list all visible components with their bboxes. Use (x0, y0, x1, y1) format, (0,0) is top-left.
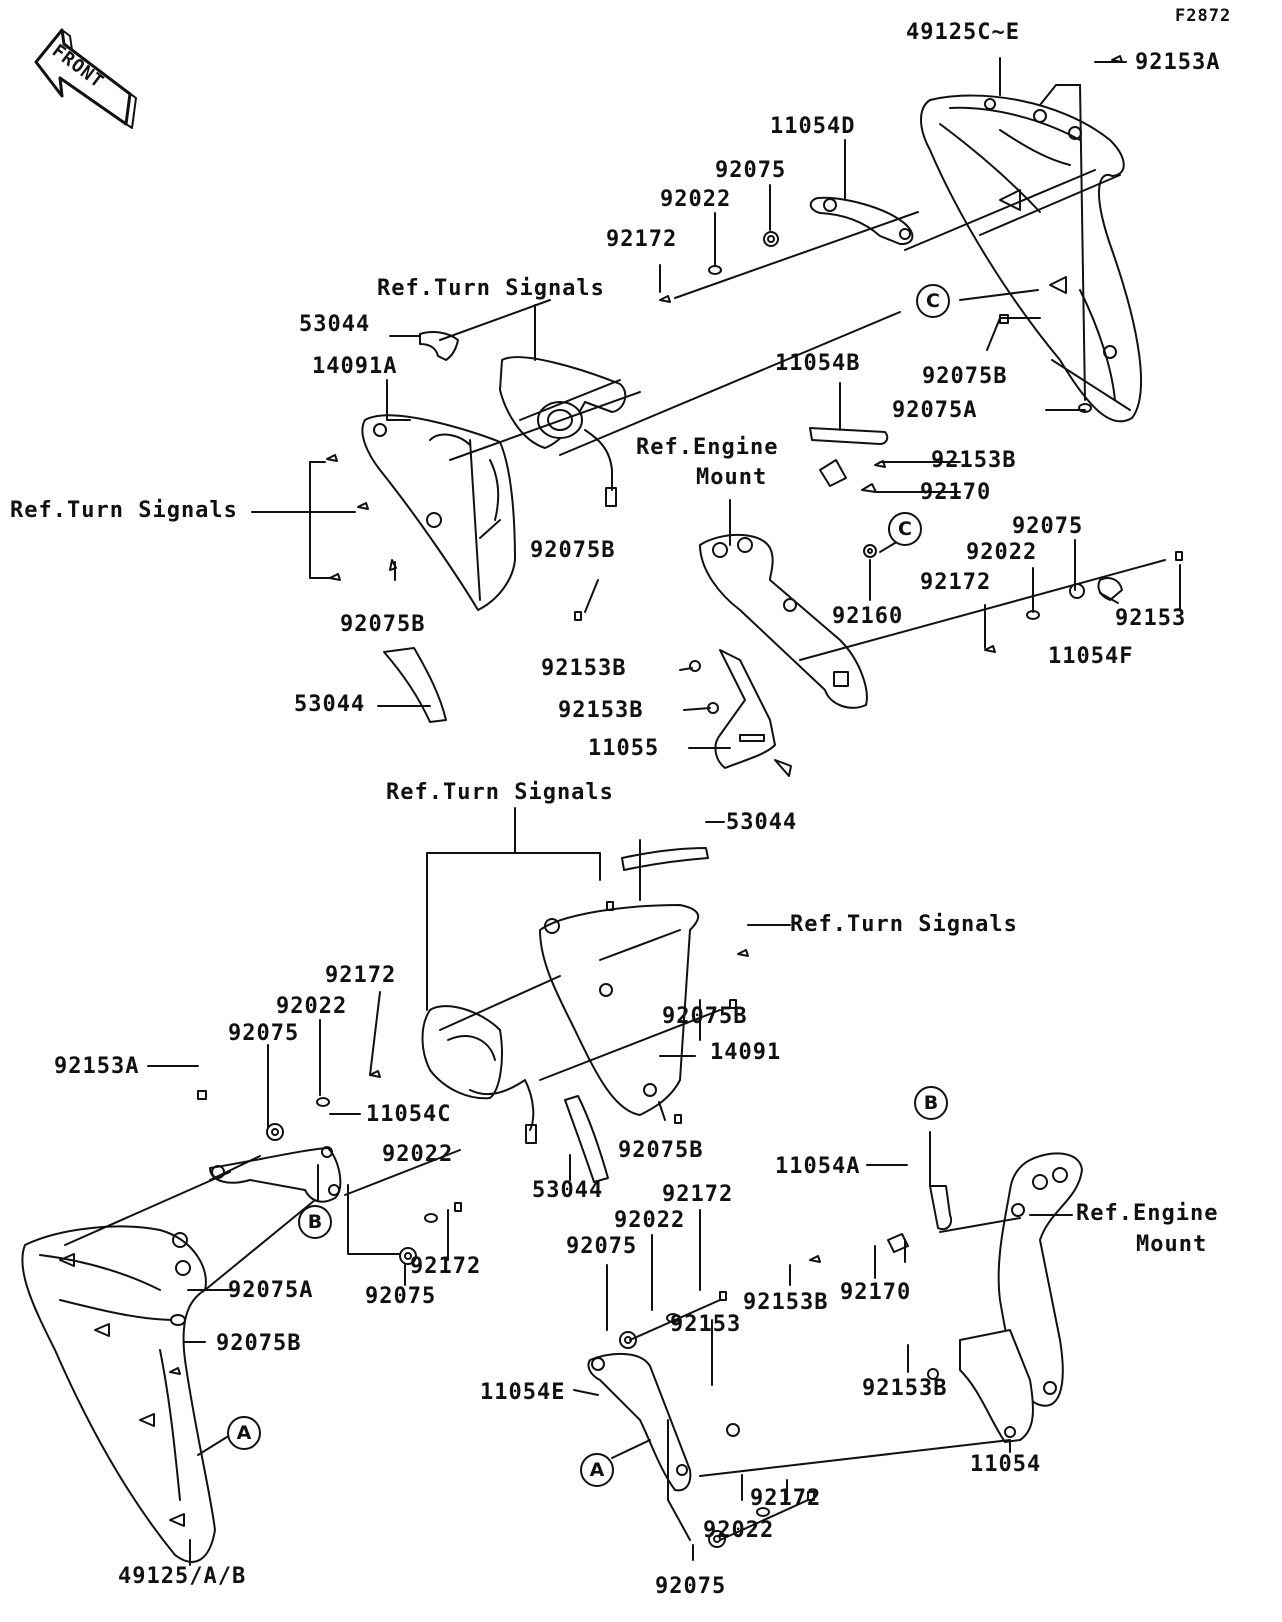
engine-mount-lower (997, 1152, 1083, 1407)
label-ref-engine-2: Ref.Engine (1076, 1201, 1219, 1226)
label-ref-turn-signals-4: Ref.Turn Signals (790, 912, 1018, 937)
label-11054F: 11054F (1048, 644, 1134, 669)
label-92153B-c: 92153B (558, 698, 644, 723)
bracket-11055 (714, 649, 776, 769)
label-92153B-b: 92153B (541, 656, 627, 681)
label-92153B-d: 92153B (743, 1290, 829, 1315)
label-ref-engine-1: Ref.Engine (636, 435, 779, 460)
label-11055: 11055 (588, 736, 660, 761)
label-92075B-f: 92075B (216, 1331, 302, 1356)
label-53044-a: 53044 (299, 312, 371, 337)
front-arrow-icon (34, 28, 137, 129)
callout-c-upper: C (916, 284, 950, 318)
label-92022-right: 92022 (966, 540, 1038, 565)
label-92172-lower-c: 92172 (410, 1254, 482, 1279)
label-92172-upper: 92172 (606, 227, 678, 252)
label-92153-lower: 92153 (670, 1312, 742, 1337)
strip-53044-lower-top (621, 847, 709, 871)
label-11054B: 11054B (775, 351, 861, 376)
label-92172-right: 92172 (920, 570, 992, 595)
label-49125AB: 49125/A/B (118, 1564, 247, 1589)
label-92160: 92160 (832, 604, 904, 629)
label-11054: 11054 (970, 1452, 1042, 1477)
label-92075-lower-c: 92075 (365, 1284, 437, 1309)
label-92075-lower-a: 92075 (228, 1021, 300, 1046)
label-92075B-d: 92075B (662, 1004, 748, 1029)
label-92172-lower-a: 92172 (325, 963, 397, 988)
bracket-11054A (929, 1185, 952, 1231)
bracket-11054C (209, 1147, 342, 1203)
label-92153B-e: 92153B (862, 1376, 948, 1401)
label-11054D: 11054D (770, 114, 856, 139)
label-ref-mount-2: Mount (1136, 1232, 1208, 1257)
label-11054E: 11054E (480, 1380, 566, 1405)
strip-53044-lower (564, 1095, 609, 1183)
label-11054C: 11054C (366, 1102, 452, 1127)
callout-a-left: A (227, 1416, 261, 1450)
callout-a-right: A (580, 1453, 614, 1487)
inner-panel-14091 (539, 904, 700, 1116)
bracket-11054D (809, 196, 914, 246)
inner-panel-14091A (361, 414, 516, 611)
lower-cowl-left (21, 1225, 216, 1563)
label-92075-lower-b: 92075 (566, 1234, 638, 1259)
label-92022-upper: 92022 (660, 187, 732, 212)
label-92075-upper: 92075 (715, 158, 787, 183)
callout-b-left: B (298, 1205, 332, 1239)
strip-53044-upper (383, 647, 447, 723)
label-92172-lower-b: 92172 (662, 1182, 734, 1207)
label-14091A: 14091A (312, 354, 398, 379)
label-ref-turn-signals-1: Ref.Turn Signals (377, 276, 605, 301)
label-92153-upper: 92153 (1115, 606, 1187, 631)
bracket-11054B (809, 427, 889, 445)
label-92153A-upper: 92153A (1135, 50, 1221, 75)
label-92075B-b: 92075B (340, 612, 426, 637)
label-92075B-e: 92075B (618, 1138, 704, 1163)
label-92172-lower-d: 92172 (750, 1486, 822, 1511)
label-92170-lower: 92170 (840, 1280, 912, 1305)
label-11054A: 11054A (775, 1154, 861, 1179)
label-92170-upper: 92170 (920, 480, 992, 505)
label-ref-turn-signals-3: Ref.Turn Signals (386, 780, 614, 805)
label-ref-mount-1: Mount (696, 465, 768, 490)
label-92022-lower-c: 92022 (614, 1208, 686, 1233)
grommet-53044-upper (419, 331, 459, 361)
label-53044-d: 53044 (532, 1178, 604, 1203)
label-53044-b: 53044 (294, 692, 366, 717)
label-92022-lower-a: 92022 (276, 994, 348, 1019)
label-49125C-E: 49125C~E (906, 20, 1020, 45)
label-ref-turn-signals-2: Ref.Turn Signals (10, 498, 238, 523)
label-53044-c: 53044 (726, 810, 798, 835)
label-92075-right: 92075 (1012, 514, 1084, 539)
bracket-11054 (959, 1329, 1034, 1443)
callout-c-mid: C (888, 512, 922, 546)
turn-signal-upper (499, 356, 627, 507)
label-92075A-lower: 92075A (228, 1278, 314, 1303)
label-92153B-a: 92153B (931, 448, 1017, 473)
label-92075B-a: 92075B (530, 538, 616, 563)
label-92075-lower-d: 92075 (655, 1574, 727, 1599)
label-92075B-c: 92075B (922, 364, 1008, 389)
callout-b-right: B (914, 1086, 948, 1120)
label-92153A-lower: 92153A (54, 1054, 140, 1079)
figure-code: F2872 (1175, 6, 1232, 26)
label-92022-lower-b: 92022 (382, 1142, 454, 1167)
bracket-11054E (587, 1352, 692, 1492)
engine-mount-upper (699, 533, 868, 709)
label-92022-lower-d: 92022 (703, 1518, 775, 1543)
label-92075A-upper: 92075A (892, 398, 978, 423)
label-14091: 14091 (710, 1040, 782, 1065)
